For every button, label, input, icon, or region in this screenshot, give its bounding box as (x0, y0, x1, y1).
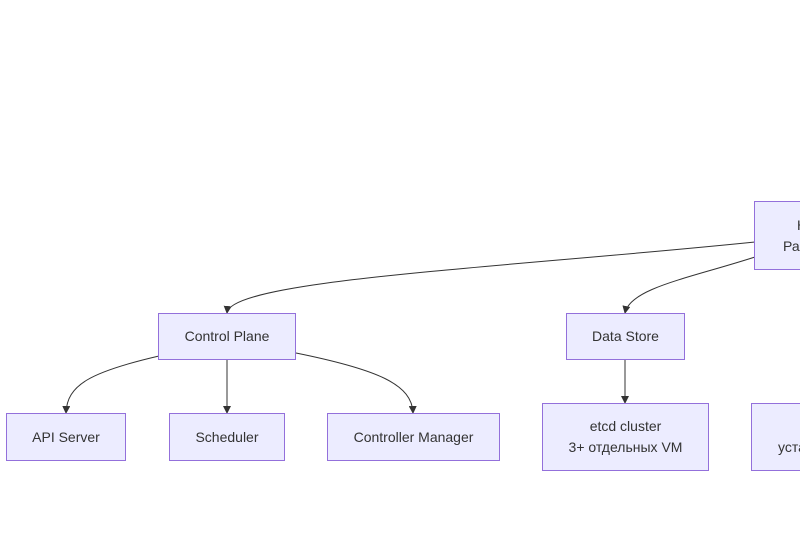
data-store-label: Data Store (592, 328, 659, 344)
edge-control-plane-to-api-server (62, 355, 160, 414)
root-node-line2: Раз (783, 237, 800, 254)
partial-node: уста (751, 403, 800, 471)
root-node: К Раз (754, 201, 800, 270)
edge-root-to-data-store (622, 256, 756, 314)
edge-root-to-control-plane (223, 241, 756, 314)
control-plane-node: Control Plane (158, 313, 296, 360)
etcd-cluster-line1: etcd cluster (589, 418, 662, 434)
api-server-node: API Server (6, 413, 126, 461)
control-plane-label: Control Plane (184, 328, 270, 344)
scheduler-label: Scheduler (195, 428, 259, 445)
controller-manager-node: Controller Manager (327, 413, 500, 461)
api-server-label: API Server (32, 428, 100, 445)
scheduler-node: Scheduler (169, 413, 285, 461)
edge-control-plane-to-controller-manager (295, 352, 417, 414)
controller-manager-label: Controller Manager (353, 428, 474, 445)
etcd-cluster-node: etcd cluster 3+ отдельных VM (542, 403, 709, 471)
data-store-node: Data Store (566, 313, 685, 360)
partial-node-line2: уста (778, 439, 800, 455)
root-node-line1: К (783, 215, 800, 236)
etcd-cluster-line2: 3+ отдельных VM (568, 439, 683, 455)
